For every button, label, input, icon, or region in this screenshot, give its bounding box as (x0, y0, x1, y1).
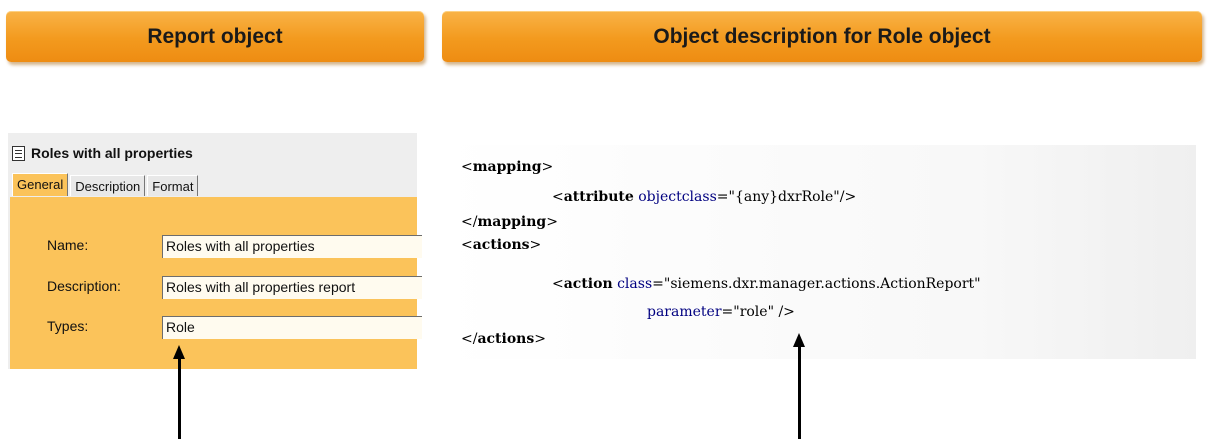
report-object-panel: Roles with all properties General Descri… (8, 133, 422, 369)
code-line-mapping-close: </mapping> (461, 214, 558, 230)
parameter-arrow (793, 333, 805, 439)
tab-description[interactable]: Description (70, 175, 146, 196)
report-title-text: Roles with all properties (31, 145, 193, 161)
report-title: Roles with all properties (12, 143, 193, 163)
description-field[interactable]: Roles with all properties report (162, 276, 422, 299)
types-field[interactable]: Role (162, 316, 422, 339)
report-types-arrow (173, 345, 185, 439)
report-document-icon (12, 145, 25, 161)
description-row: Description: Roles with all properties r… (10, 276, 422, 299)
code-line-actions-close: </actions> (461, 331, 546, 347)
report-object-banner: Report object (6, 11, 424, 62)
object-description-banner: Object description for Role object (442, 11, 1202, 62)
types-label: Types: (47, 318, 89, 334)
code-line-parameter: parameter="role" /> (647, 304, 795, 320)
types-row: Types: Role (10, 316, 422, 339)
code-line-attribute: <attribute objectclass="{any}dxrRole"/> (552, 189, 857, 205)
description-label: Description: (47, 278, 121, 294)
general-form: Name: Roles with all properties Descript… (10, 197, 422, 369)
xml-object-description: <mapping> <attribute objectclass="{any}d… (441, 145, 1196, 359)
code-line-action: <action class="siemens.dxr.manager.actio… (552, 276, 981, 292)
name-label: Name: (47, 237, 89, 253)
tab-general[interactable]: General (12, 173, 69, 196)
code-line-mapping-open: <mapping> (461, 159, 554, 175)
name-field[interactable]: Roles with all properties (162, 235, 422, 258)
name-row: Name: Roles with all properties (10, 235, 422, 258)
tab-format[interactable]: Format (147, 175, 199, 196)
code-line-actions-open: <actions> (461, 237, 542, 253)
report-tabs: General Description Format (12, 173, 200, 197)
